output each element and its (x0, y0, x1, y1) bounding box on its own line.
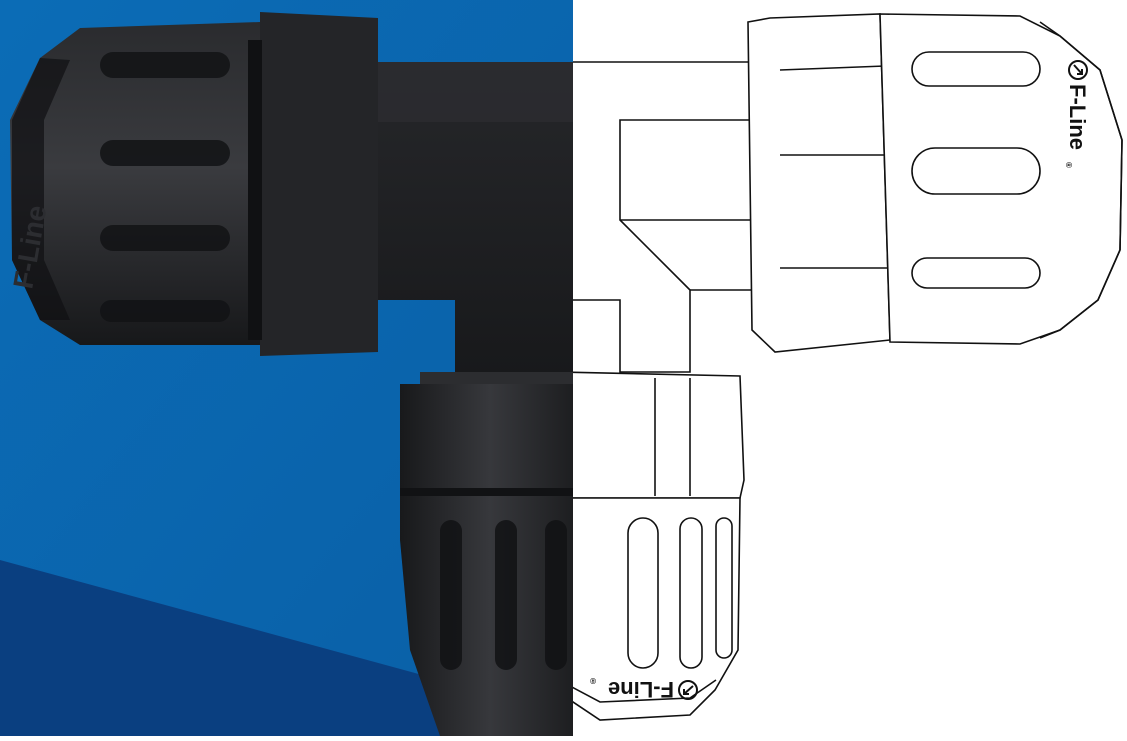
cap-ribs (100, 52, 230, 322)
photo-fitting-half (10, 12, 573, 736)
registered-mark: ® (590, 676, 596, 685)
brand-mark-horizontal: F-Line ® (1064, 60, 1090, 168)
brand-wordmark: F-Line (608, 677, 674, 702)
brand-mark-vertical: F-Line ® (590, 676, 698, 702)
horizontal-collar (260, 12, 378, 356)
outline-collar-line (779, 65, 886, 71)
elbow-body (360, 62, 573, 460)
outline-vertical-cap-face (573, 679, 717, 703)
brand-wordmark: F-Line (1065, 84, 1090, 150)
cap-face-shadow (12, 58, 70, 320)
f-line-arrow-circle-icon (678, 680, 698, 700)
outline-vertical-collar (573, 371, 745, 499)
outline-cap-face (1039, 21, 1123, 339)
vertical-collar-ring (420, 372, 573, 386)
collar-groove (248, 40, 262, 340)
vertical-ribs (440, 520, 567, 670)
outline-vertical-ribs (627, 517, 733, 669)
registered-mark: ® (1064, 162, 1073, 168)
arrow-icon (683, 685, 694, 695)
vertical-groove (400, 488, 573, 496)
outline-cap-ribs (911, 51, 1041, 289)
arrow-icon (1073, 64, 1083, 75)
outline-horizontal-collar (747, 13, 891, 353)
body-highlight (360, 62, 573, 122)
outline-fitting-half (573, 13, 1123, 721)
horizontal-cap-nut (10, 22, 260, 345)
f-line-arrow-circle-icon (1068, 60, 1088, 80)
